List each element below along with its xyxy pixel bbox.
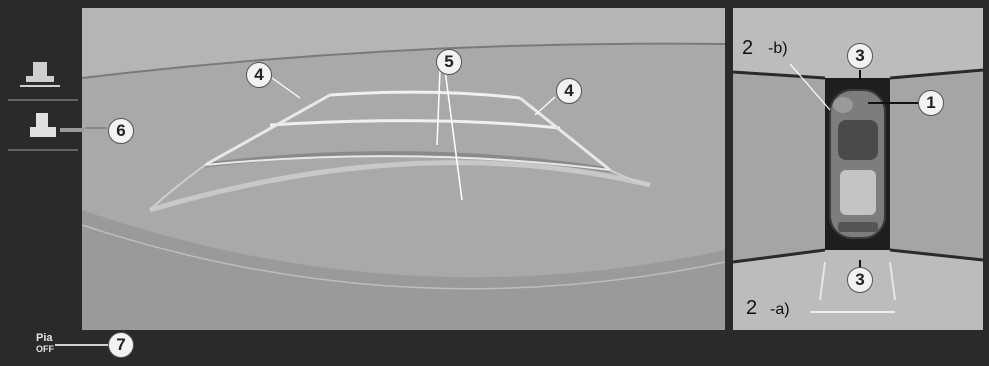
callout-7: 7: [108, 332, 134, 358]
car-top-icon: [830, 90, 885, 238]
sidebar: [0, 0, 82, 366]
pia-label: Pia: [36, 333, 54, 344]
callout-3-top: 3: [847, 43, 873, 69]
rear-camera-view: [82, 8, 725, 330]
callout-2b-suffix: -b): [768, 40, 788, 58]
callout-2a-num: 2: [746, 297, 757, 320]
callout-6: 6: [108, 118, 134, 144]
callout-4-left: 4: [246, 62, 272, 88]
pia-status: OFF: [36, 344, 54, 355]
callout-5: 5: [436, 49, 462, 75]
callout-3-bottom: 3: [847, 267, 873, 293]
callout-2b-num: 2: [742, 37, 753, 60]
parking-assist-icon[interactable]: Pia OFF: [36, 333, 54, 355]
callout-4-right: 4: [556, 78, 582, 104]
callout-2a-suffix: -a): [770, 301, 790, 319]
callout-1: 1: [918, 90, 944, 116]
